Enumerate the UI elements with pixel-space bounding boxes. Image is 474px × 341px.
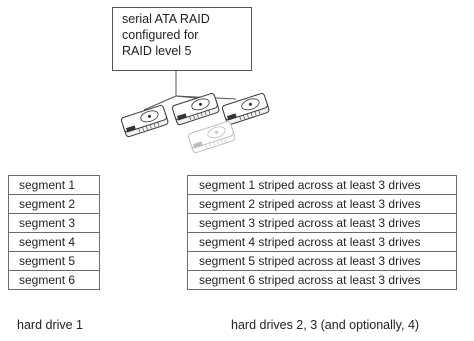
raid-description-box: serial ATA RAID configured for RAID leve… [112, 7, 252, 71]
table-row: segment 6 striped across at least 3 driv… [187, 270, 457, 290]
table-row: segment 5 [8, 251, 100, 271]
striped-segment-cell: segment 4 striped across at least 3 driv… [187, 232, 457, 252]
hard-drive-1-segment-table: segment 1 segment 2 segment 3 segment 4 … [8, 175, 100, 290]
hard-drive-2-icon [171, 93, 220, 126]
table-row: segment 4 [8, 232, 100, 252]
segment-cell: segment 4 [8, 232, 100, 252]
table-row: segment 2 striped across at least 3 driv… [187, 194, 457, 214]
raid-box-line-1: serial ATA RAID [122, 12, 210, 26]
striped-segment-cell: segment 5 striped across at least 3 driv… [187, 251, 457, 271]
hard-drive-3-icon [221, 93, 270, 126]
hard-drive-1-caption: hard drive 1 [17, 318, 84, 332]
hard-drive-1-icon [120, 105, 169, 138]
segment-cell: segment 1 [8, 175, 100, 195]
striped-segment-cell: segment 6 striped across at least 3 driv… [187, 270, 457, 290]
table-row: segment 5 striped across at least 3 driv… [187, 251, 457, 271]
table-row: segment 6 [8, 270, 100, 290]
hard-drive-4-optional-icon [187, 121, 236, 154]
striped-segment-cell: segment 3 striped across at least 3 driv… [187, 213, 457, 233]
table-row: segment 1 striped across at least 3 driv… [187, 175, 457, 195]
raid-box-line-3: RAID level 5 [122, 44, 192, 58]
drive-icon-layer [120, 93, 270, 154]
hard-drives-2-3-caption: hard drives 2, 3 (and optionally, 4) [231, 318, 420, 332]
segment-cell: segment 3 [8, 213, 100, 233]
striped-segment-table: segment 1 striped across at least 3 driv… [187, 175, 457, 290]
striped-segment-cell: segment 1 striped across at least 3 driv… [187, 175, 457, 195]
segment-cell: segment 5 [8, 251, 100, 271]
table-row: segment 3 [8, 213, 100, 233]
table-row: segment 3 striped across at least 3 driv… [187, 213, 457, 233]
striped-segment-cell: segment 2 striped across at least 3 driv… [187, 194, 457, 214]
table-row: segment 4 striped across at least 3 driv… [187, 232, 457, 252]
raid-box-line-2: configured for [122, 28, 199, 42]
segment-cell: segment 2 [8, 194, 100, 214]
table-row: segment 2 [8, 194, 100, 214]
drive-diagram [120, 71, 270, 154]
segment-cell: segment 6 [8, 270, 100, 290]
table-row: segment 1 [8, 175, 100, 195]
connector-to-drive-1 [143, 95, 177, 111]
